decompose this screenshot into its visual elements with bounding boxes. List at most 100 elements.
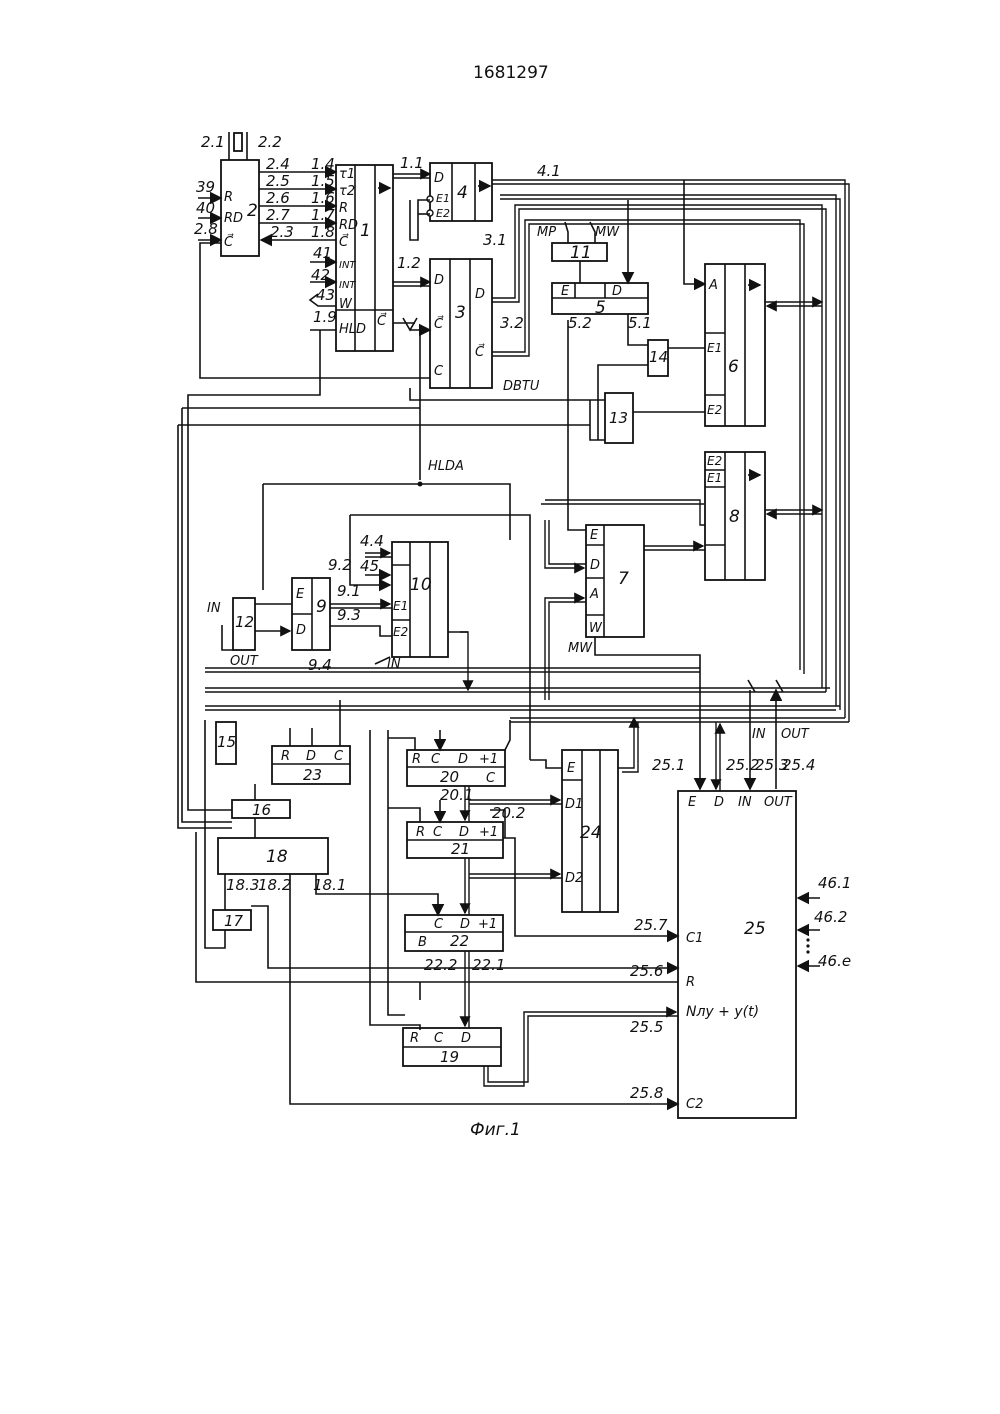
label-blocks-b16-id: 16: [252, 801, 271, 819]
label-2-2: 2.2: [258, 133, 282, 151]
block-17: 17: [213, 910, 251, 930]
block-23: 23 R D C: [272, 746, 350, 784]
label-blocks-b7-inputs-3: W: [589, 621, 603, 636]
label-blocks-b8-inputs-1: E1: [707, 471, 722, 485]
label-blocks-b20-id: 20: [440, 768, 459, 786]
block-16: 16: [232, 800, 290, 819]
label-blocks-b8-inputs-0: E2: [707, 454, 722, 468]
label-blocks-b2-inputs-2: C⃗: [224, 234, 234, 250]
label-blocks-b1-inputs-2: R: [339, 201, 348, 216]
label-blocks-b22-inputs-2: +1: [478, 917, 497, 932]
label-3-2: 3.2: [500, 314, 524, 332]
label-blocks-b1-out: C⃗: [377, 313, 387, 329]
label-2-5: 2.5: [266, 172, 290, 190]
label-blocks-b22-out: B: [418, 935, 427, 950]
label-9-2: 9.2: [328, 556, 352, 574]
label-blocks-b25-formula: Nлу + y(t): [686, 1004, 759, 1020]
label-blocks-b20-inputs-3: +1: [479, 752, 498, 767]
label-3-1: 3.1: [483, 231, 507, 249]
label-blocks-b1-inputs-1: τ2: [339, 184, 355, 199]
label-blocks-b12-id: 12: [235, 613, 254, 631]
label-1-7: 1.7: [311, 206, 335, 224]
label-blocks-b25-id: 25: [744, 919, 766, 939]
label-blocks-b4-inputs-2: E2: [436, 207, 450, 220]
block-18: 18: [218, 838, 328, 874]
label-20-2: 20.2: [492, 804, 525, 822]
block-11: 11: [552, 243, 607, 263]
label-blocks-b3-outs-0: D: [475, 287, 485, 302]
label-5-1: 5.1: [628, 314, 652, 332]
label-blocks-b25-inputs-4: C1: [686, 931, 703, 946]
label-blocks-b10-inputs-0: E1: [393, 599, 408, 613]
label-blocks-b21-inputs-1: C: [433, 825, 443, 840]
label-blocks-b1-inputs-8: HLD: [339, 322, 366, 337]
label-blocks-b24-inputs-1: D1: [565, 797, 583, 812]
label-blocks-b25-inputs-6: C2: [686, 1097, 703, 1112]
label-blocks-b22-id: 22: [450, 932, 469, 950]
label-blocks-b18-id: 18: [266, 847, 288, 867]
label-2-4: 2.4: [266, 155, 290, 173]
label-blocks-b21-inputs-3: +1: [479, 825, 498, 840]
label-blocks-b13-id: 13: [609, 409, 628, 427]
label-blocks-b19-id: 19: [440, 1048, 459, 1066]
block-7: 7 E D A W: [586, 525, 644, 637]
label-blocks-b3-outs-1: C⃗: [475, 344, 485, 360]
label-25-8: 25.8: [630, 1084, 663, 1102]
label-2-6: 2.6: [266, 189, 290, 207]
label-18-3: 18.3: [226, 876, 259, 894]
block-3: 3 D C⃗ C D C⃗: [430, 259, 492, 388]
label-blocks-b1-inputs-6: INT: [339, 280, 356, 291]
label-blocks-b3-inputs-0: D: [434, 273, 444, 288]
label-blocks-b17-id: 17: [224, 912, 244, 930]
label-2-8: 2.8: [194, 220, 218, 238]
label-blocks-b7-id: 7: [618, 569, 629, 589]
label-blocks-b20-inputs-1: C: [431, 752, 441, 767]
label-out-12: OUT: [230, 654, 259, 669]
label-22-2: 22.2: [424, 956, 457, 974]
figure-caption: Фиг.1: [470, 1120, 521, 1140]
label-out-bus: OUT: [781, 727, 810, 742]
label-mw-top: MW: [595, 225, 620, 240]
label-blocks-b15-id: 15: [217, 733, 236, 751]
label-in-bus: IN: [752, 727, 766, 742]
crystal-resonator: [229, 132, 247, 160]
block-2: 2 R RD C⃗: [221, 160, 259, 256]
label-4-4: 4.4: [360, 532, 384, 550]
block-8: 8 E2 E1: [705, 452, 765, 580]
label-blocks-b20-inputs-2: D: [458, 752, 468, 767]
label-25-1: 25.1: [652, 756, 685, 774]
label-blocks-b14-id: 14: [649, 348, 668, 366]
label-25-5: 25.5: [630, 1018, 663, 1036]
label-blocks-b24-id: 24: [580, 823, 602, 843]
label-40: 40: [196, 199, 215, 217]
label-blocks-b21-inputs-2: D: [459, 825, 469, 840]
label-blocks-b7-inputs-2: A: [589, 587, 599, 602]
label-22-1: 22.1: [472, 956, 505, 974]
label-1-5: 1.5: [311, 172, 335, 190]
label-blocks-b24-inputs-0: E: [567, 761, 576, 776]
label-blocks-b1-id: 1: [360, 221, 371, 241]
label-mp: MP: [537, 225, 556, 240]
label-blocks-b23-id: 23: [303, 766, 322, 784]
bus-lines: [205, 668, 849, 722]
label-4-1: 4.1: [537, 162, 561, 180]
block-22: C D +1 B 22: [405, 915, 503, 951]
label-2-3: 2.3: [270, 223, 294, 241]
label-blocks-b22-inputs-0: C: [434, 917, 444, 932]
block-5: 5 E D: [552, 283, 648, 318]
label-45: 45: [360, 557, 379, 575]
label-dbtu: DBTU: [503, 379, 540, 394]
label-blocks-b5-inputs-1: D: [612, 284, 622, 299]
label-blocks-b6-id: 6: [728, 357, 739, 377]
block-21: R C D +1 21: [407, 822, 503, 858]
label-blocks-b2-inputs-0: R: [224, 190, 233, 205]
block-6: 6 A E1 E2: [705, 264, 765, 426]
label-blocks-b10-inputs-1: E2: [393, 625, 408, 639]
label-blocks-b1-inputs-4: C⃗: [339, 234, 349, 250]
label-hlda: HLDA: [428, 459, 464, 474]
label-46-1: 46.1: [818, 874, 851, 892]
label-43: 43: [316, 286, 335, 304]
label-blocks-b24-inputs-2: D2: [565, 871, 583, 886]
block-25: 25 E D IN OUT C1 R Nлу + y(t) C2: [678, 791, 796, 1118]
